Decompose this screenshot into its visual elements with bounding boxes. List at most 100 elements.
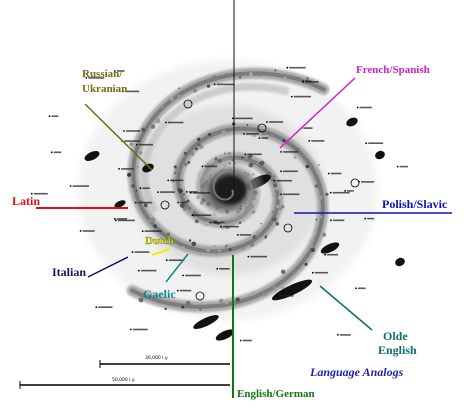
star-dot (327, 172, 330, 175)
star-dot (280, 151, 282, 153)
star-label-mark (357, 287, 366, 290)
star-dot (201, 165, 204, 168)
spiral-arm-1-speck (166, 232, 171, 236)
spiral-arm-2-speck (157, 296, 160, 299)
spiral-arm-2-speck (305, 164, 309, 169)
region-marker-ring (257, 123, 267, 133)
spiral-arm-2-speck (236, 127, 239, 129)
spiral-arm-2-speck (184, 162, 188, 167)
spiral-arm-1-speck (150, 124, 156, 129)
french-spanish-label: French/Spanish (356, 64, 430, 76)
spiral-arm-1-speck (224, 152, 226, 155)
region-marker-ring (283, 223, 293, 233)
spiral-arm-2-speck (280, 284, 285, 289)
spiral-arm-1-speck (273, 183, 278, 188)
region-marker-ring (183, 99, 193, 109)
star-dot (356, 106, 359, 109)
spiral-arm-1-speck (131, 184, 135, 188)
star-label-mark (168, 121, 184, 124)
star-label-mark (305, 81, 319, 83)
spiral-arm-2-speck (182, 192, 186, 196)
spiral-arm-2-speck (189, 209, 194, 214)
scale-bars: 30,000 l.y. 50,000 l.y. (19, 355, 230, 389)
star-label-mark (303, 127, 313, 129)
star-label-mark (134, 251, 150, 253)
spiral-arm-2-speck (316, 170, 320, 174)
star-dot (191, 214, 194, 217)
star-label-mark (276, 179, 292, 182)
spiral-arm-1-speck (199, 253, 202, 256)
spiral-arm-1-speck (280, 204, 285, 209)
spiral-arm-2-speck (319, 215, 323, 219)
scale-bar-upper-label: 30,000 l.y. (145, 355, 168, 361)
english-german-label: English/German (237, 388, 315, 400)
star-label-mark (72, 185, 89, 187)
dust-lane-blob (193, 315, 219, 329)
star-dot (344, 190, 346, 192)
region-marker-ring (350, 178, 360, 188)
spiral-arm-2-speck (325, 192, 329, 196)
star-dot (364, 217, 367, 220)
language-labels: Russian/ Ukranian French/Spanish Latin P… (12, 64, 448, 400)
spiral-arm-2-speck (180, 203, 185, 209)
gaelic-leader-line (165, 253, 189, 283)
spiral-arm-1-speck (257, 72, 262, 77)
spiral-arm-1-speck (136, 165, 139, 169)
spiral-arm-1-speck (252, 235, 257, 239)
star-dot (266, 121, 268, 123)
latin-label: Latin (12, 194, 40, 208)
spiral-arm-1-speck (242, 248, 245, 251)
spiral-arm-1-speck (249, 242, 254, 247)
star-dot (236, 234, 239, 236)
star-dot (134, 201, 137, 204)
spiral-arm-1-speck (228, 247, 232, 252)
star-label-mark (188, 191, 198, 193)
dust-lane-blob (375, 150, 385, 160)
star-dot (216, 267, 219, 270)
spiral-arm-2-speck (185, 300, 191, 306)
olde-english-label: Olde English (378, 329, 417, 357)
star-dot (118, 168, 120, 170)
star-label-mark (261, 137, 269, 139)
spiral-arm-1-speck (272, 175, 276, 179)
star-dot (247, 255, 250, 258)
spiral-arm-1-speck (139, 151, 143, 155)
spiral-arm-1-speck (256, 162, 259, 165)
spiral-arm-2-speck (195, 147, 198, 151)
star-label-mark (219, 268, 230, 270)
star-label-mark (234, 117, 253, 120)
spiral-arm-1-speck (271, 210, 275, 214)
spiral-arm-1-speck (160, 232, 163, 236)
spiral-arm-1-speck (127, 172, 132, 177)
spiral-arm-1-speck (153, 224, 157, 228)
star-dot (136, 143, 138, 146)
star-dot (130, 328, 132, 331)
spiral-arm-1-speck (238, 76, 242, 79)
star-dot (138, 269, 140, 272)
spiral-arm-2-speck (262, 291, 267, 296)
star-label-mark (194, 214, 212, 216)
russian-ukranian-label: Russian/ Ukranian (82, 68, 127, 95)
star-dot (48, 115, 51, 118)
spiral-arm-2-speck (251, 291, 255, 296)
spiral-arm-1-speck (177, 94, 182, 99)
spiral-arm-1-speck (306, 77, 309, 80)
star-dot (337, 334, 339, 336)
star-label-mark (293, 95, 312, 98)
star-label-mark (140, 269, 157, 272)
star-dot (122, 90, 124, 93)
spiral-arm-2-speck (203, 221, 209, 227)
spiral-arm-1-speck (249, 72, 253, 76)
star-dot (244, 153, 247, 156)
star-label-mark (216, 83, 235, 86)
scale-bar-lower-label: 50,000 l.y. (112, 377, 135, 383)
spiral-arm-1-speck (273, 194, 276, 197)
star-label-mark (33, 192, 48, 195)
star-label-mark (283, 151, 299, 153)
star-dot (30, 192, 33, 195)
galaxy-core (190, 156, 266, 224)
spiral-arm-2-speck (210, 133, 212, 135)
dust-lane-blob (395, 257, 405, 267)
star-dot (220, 225, 222, 228)
label-leader-lines (36, 0, 452, 398)
